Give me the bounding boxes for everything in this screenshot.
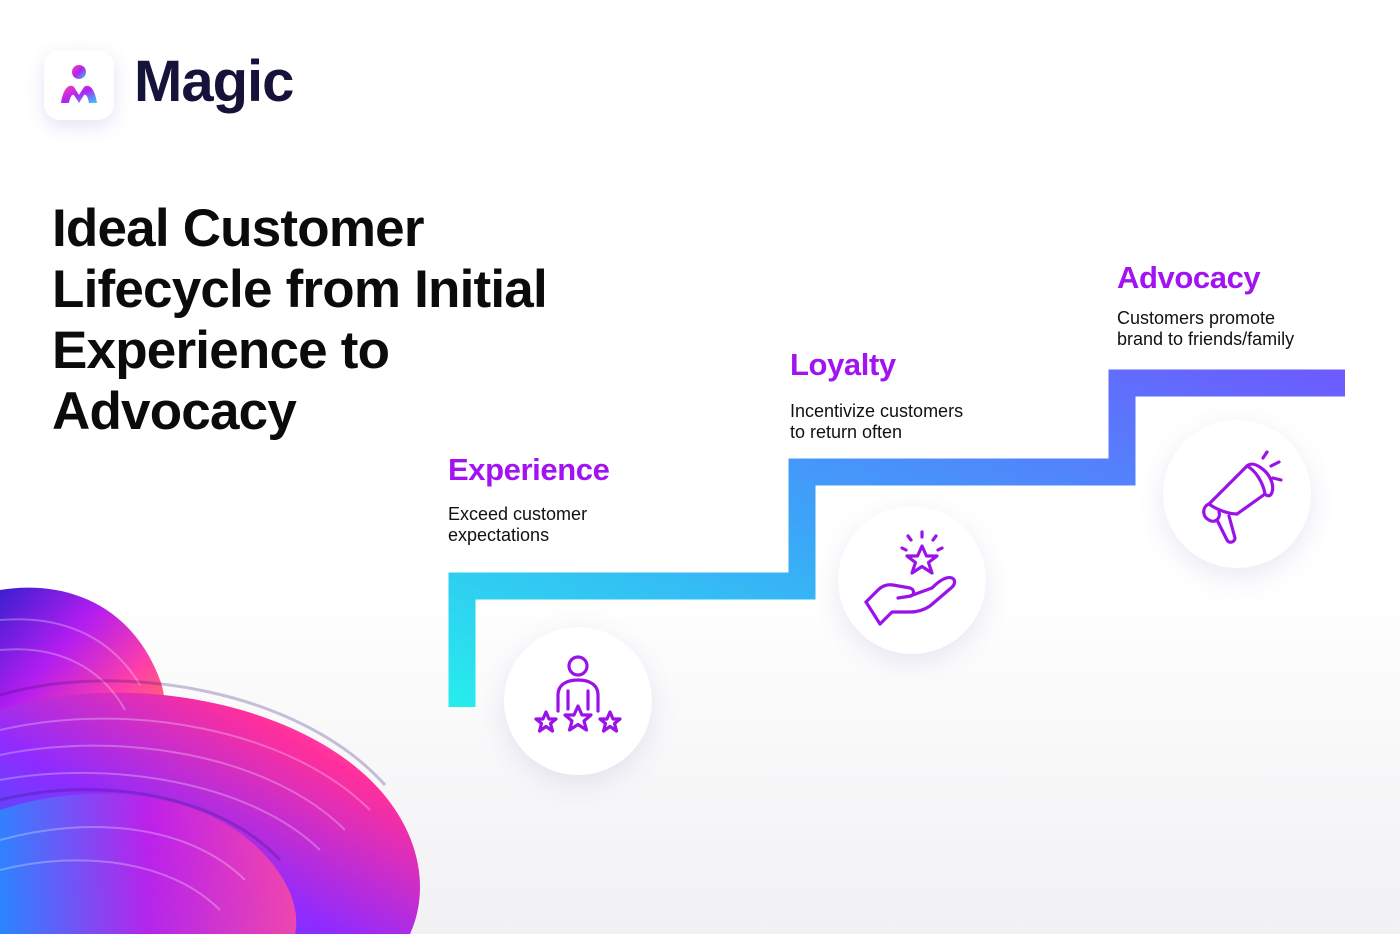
stage-description-line: expectations: [448, 525, 550, 545]
stage-description-line: Incentivize customers: [790, 401, 964, 421]
stage-icon-circle-loyalty: [838, 506, 986, 654]
magic-m-person-logo-icon: [61, 65, 97, 103]
brand-logo: [44, 50, 114, 120]
page-title: Ideal Customer Lifecycle from Initial Ex…: [52, 198, 612, 442]
page-title-line: Advocacy: [52, 382, 297, 441]
stage-title-advocacy: Advocacy: [1117, 260, 1261, 295]
stage-icon-circle-experience: [504, 627, 652, 775]
lifecycle-staircase: [448, 369, 1345, 707]
stage-description-experience: Exceed customer expectations: [448, 504, 587, 546]
stage-description-advocacy: Customers promote brand to friends/famil…: [1117, 308, 1294, 350]
stage-description-line: Customers promote: [1117, 308, 1276, 328]
page-title-line: Ideal Customer: [52, 199, 424, 258]
decorative-swirl-graphic: [0, 587, 420, 934]
stage-title-loyalty: Loyalty: [790, 347, 896, 382]
page-title-line: Experience to: [52, 321, 390, 380]
page-title-line: Lifecycle from Initial: [52, 260, 548, 319]
person-with-stars-icon: [534, 655, 622, 733]
stage-description-line: to return often: [790, 422, 903, 442]
stage-description-line: brand to friends/family: [1117, 329, 1295, 349]
stage-description-loyalty: Incentivize customers to return often: [790, 401, 963, 443]
stage-title-experience: Experience: [448, 452, 610, 487]
staircase-path: [448, 369, 1345, 707]
stage-icon-circle-advocacy: [1163, 420, 1311, 568]
megaphone-icon: [1202, 450, 1283, 544]
stage-description-line: Exceed customer: [448, 504, 588, 524]
hand-holding-star-icon: [864, 530, 957, 626]
brand-name: Magic: [134, 49, 294, 114]
